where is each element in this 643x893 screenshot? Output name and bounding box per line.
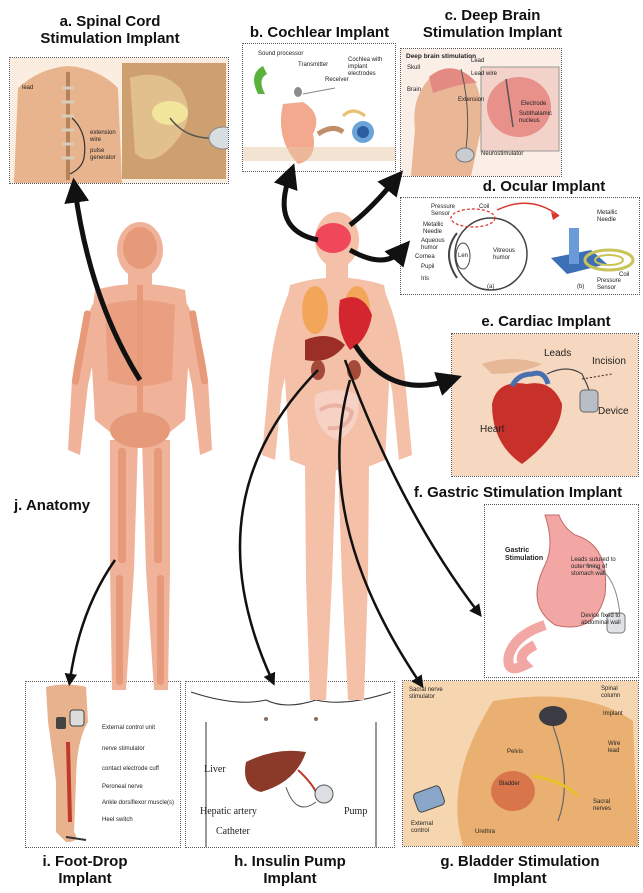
brain-icon [315, 223, 351, 253]
